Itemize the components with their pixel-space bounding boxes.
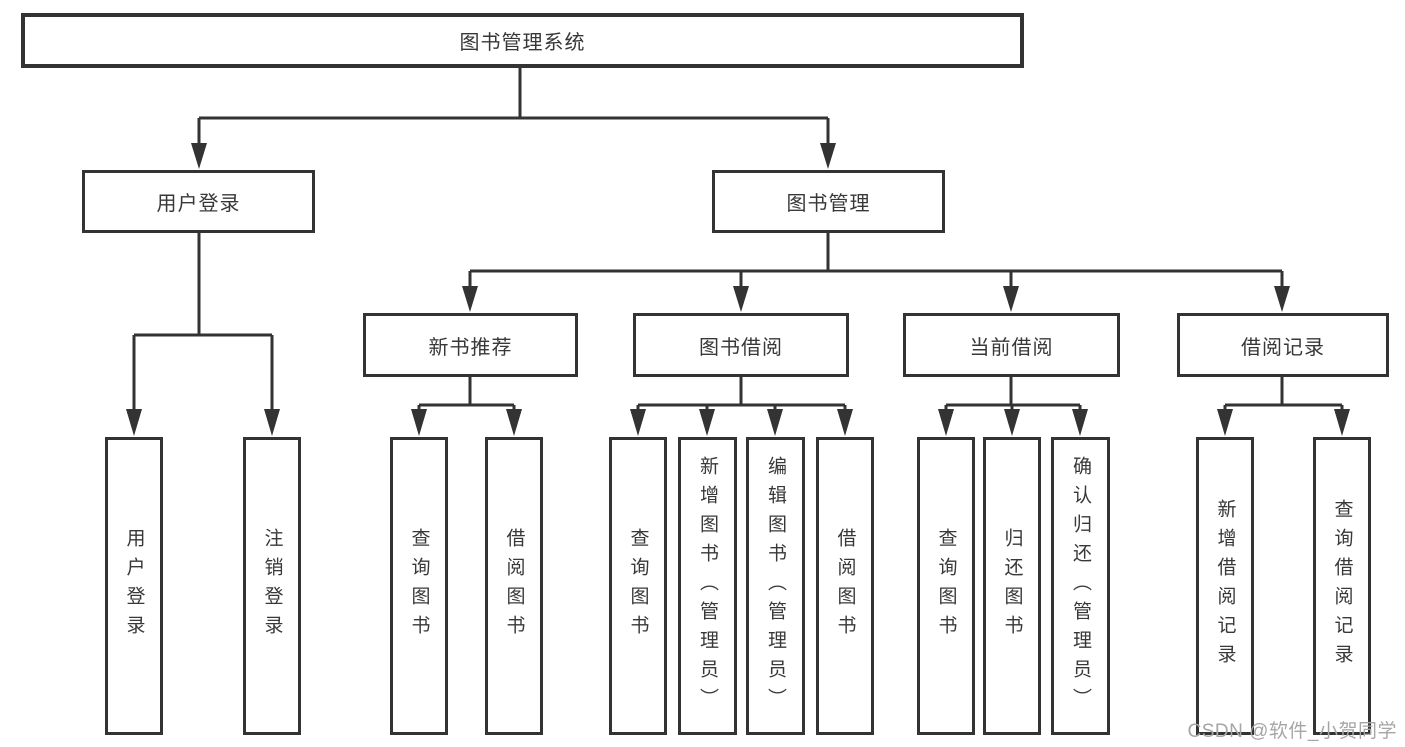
node-new-book-recommend-label: 新书推荐: [428, 336, 513, 359]
leaf-query-books-borrow-label: 查询图书: [627, 528, 649, 644]
node-root-label: 图书管理系统: [459, 32, 586, 54]
leaf-query-books-recommend-label: 查询图书: [408, 528, 430, 644]
leaf-add-borrow-record-label: 新增借阅记录: [1214, 499, 1236, 673]
leaf-edit-books-admin: 编辑图书（管理员）: [746, 437, 805, 735]
node-borrowing-records-label: 借阅记录: [1241, 336, 1325, 359]
leaf-add-books-admin-label: 新增图书（管理员）: [697, 455, 718, 717]
leaf-user-login: 用户登录: [105, 437, 163, 735]
node-user-login: 用户登录: [82, 170, 315, 233]
node-book-management-label: 图书管理: [786, 193, 871, 215]
leaf-borrow-books: 借阅图书: [816, 437, 874, 735]
leaf-return-books: 归还图书: [983, 437, 1041, 735]
leaf-query-books-current-label: 查询图书: [935, 528, 957, 644]
node-book-management: 图书管理: [712, 170, 945, 233]
leaf-return-books-label: 归还图书: [1001, 528, 1023, 644]
leaf-borrow-books-recommend: 借阅图书: [485, 437, 543, 735]
leaf-query-books-borrow: 查询图书: [609, 437, 667, 735]
leaf-borrow-books-recommend-label: 借阅图书: [503, 528, 525, 644]
leaf-edit-books-admin-label: 编辑图书（管理员）: [765, 455, 786, 717]
leaf-borrow-books-label: 借阅图书: [834, 528, 856, 644]
leaf-query-borrow-record: 查询借阅记录: [1313, 437, 1371, 735]
node-new-book-recommend: 新书推荐: [363, 313, 578, 377]
leaf-query-books-current: 查询图书: [917, 437, 975, 735]
leaf-add-books-admin: 新增图书（管理员）: [678, 437, 737, 735]
leaf-logout: 注销登录: [243, 437, 301, 735]
node-current-borrowing: 当前借阅: [903, 313, 1120, 377]
node-user-login-label: 用户登录: [156, 193, 241, 215]
node-root: 图书管理系统: [21, 13, 1024, 68]
leaf-logout-label: 注销登录: [261, 528, 283, 644]
leaf-confirm-return-admin-label: 确认归还（管理员）: [1070, 455, 1091, 717]
csdn-watermark: CSDN @软件_小贺同学: [1187, 721, 1397, 742]
node-current-borrowing-label: 当前借阅: [969, 336, 1054, 359]
leaf-query-books-recommend: 查询图书: [390, 437, 448, 735]
node-borrowing-records: 借阅记录: [1177, 313, 1389, 377]
leaf-add-borrow-record: 新增借阅记录: [1196, 437, 1254, 735]
node-book-borrowing: 图书借阅: [633, 313, 849, 377]
leaf-confirm-return-admin: 确认归还（管理员）: [1051, 437, 1110, 735]
leaf-query-borrow-record-label: 查询借阅记录: [1331, 499, 1353, 673]
leaf-user-login-label: 用户登录: [123, 528, 145, 644]
node-book-borrowing-label: 图书借阅: [699, 336, 783, 359]
